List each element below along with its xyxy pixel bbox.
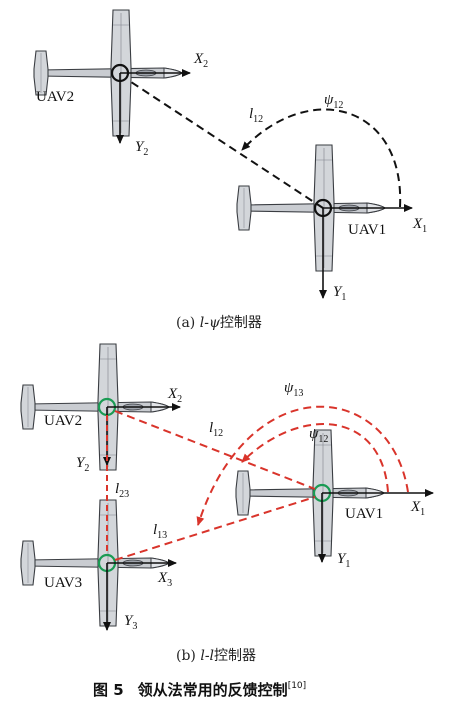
l12-symbol-a: l bbox=[249, 106, 253, 122]
svg-text:Y3: Y3 bbox=[124, 613, 137, 632]
l12-sub-a: 12 bbox=[253, 114, 263, 125]
angle-arc-psi12-b bbox=[241, 423, 389, 493]
uav3-label-b: UAV3 bbox=[44, 575, 82, 591]
figure-reference: [10] bbox=[288, 681, 306, 691]
svg-text:l13: l13 bbox=[153, 522, 167, 541]
angle-arc-psi13-b bbox=[196, 405, 409, 526]
svg-text:l12: l12 bbox=[209, 420, 223, 439]
uav3-x-sub-b: 3 bbox=[167, 578, 172, 589]
l12-symbol-b: l bbox=[209, 420, 213, 436]
figure-caption: 图 5 领从法常用的反馈控制[10] bbox=[93, 681, 306, 699]
uav1-x-symbol-a: X bbox=[412, 216, 423, 232]
uav2-label-a: UAV2 bbox=[36, 89, 74, 105]
uav3-y-symbol-b: Y bbox=[124, 613, 134, 629]
psi13-symbol-b: ψ bbox=[284, 380, 294, 396]
angle-arc-psi12-a bbox=[241, 108, 402, 208]
l12-sub-b: 12 bbox=[213, 428, 223, 439]
uav1-label-b: UAV1 bbox=[345, 506, 383, 522]
svg-text:Y2: Y2 bbox=[135, 139, 148, 158]
svg-text:X2: X2 bbox=[167, 386, 182, 405]
l23-symbol-b: l bbox=[115, 481, 119, 497]
figure-title: 领从法常用的反馈控制 bbox=[137, 681, 288, 699]
uav1-y-symbol-a: Y bbox=[333, 284, 343, 300]
svg-text:X1: X1 bbox=[410, 499, 425, 518]
psi13-sub-b: 13 bbox=[293, 388, 303, 399]
distance-line-l12-b bbox=[114, 410, 316, 490]
psi12-sub-b: 12 bbox=[318, 434, 328, 445]
uav2-x-symbol-a: X bbox=[193, 51, 204, 67]
panel-a: UAV2 X2 Y2 UAV1 X1 Y1 l12 ψ12 (a) l-ψ控制器 bbox=[33, 9, 427, 331]
svg-text:X1: X1 bbox=[412, 216, 427, 235]
svg-text:Y1: Y1 bbox=[337, 551, 350, 570]
svg-text:Y1: Y1 bbox=[333, 284, 346, 303]
svg-text:ψ13: ψ13 bbox=[284, 380, 303, 399]
psi12-sub-a: 12 bbox=[333, 100, 343, 111]
caption-a: (a) l-ψ控制器 bbox=[176, 315, 262, 331]
uav1-x-sub-b: 1 bbox=[420, 507, 425, 518]
svg-text:Y2: Y2 bbox=[76, 455, 89, 474]
uav1-x-symbol-b: X bbox=[410, 499, 421, 515]
l13-symbol-b: l bbox=[153, 522, 157, 538]
l23-sub-b: 23 bbox=[119, 489, 129, 500]
uav1-x-sub-a: 1 bbox=[422, 224, 427, 235]
uav1-y-sub-a: 1 bbox=[341, 292, 346, 303]
l13-sub-b: 13 bbox=[157, 530, 167, 541]
uav2-label-b: UAV2 bbox=[44, 413, 82, 429]
uav1-y-sub-b: 1 bbox=[345, 559, 350, 570]
uav1-label-a: UAV1 bbox=[348, 222, 386, 238]
uav2-x-symbol-b: X bbox=[167, 386, 178, 402]
svg-text:X2: X2 bbox=[193, 51, 208, 70]
uav2-x-sub-b: 2 bbox=[177, 394, 182, 405]
figure-number: 图 5 bbox=[93, 681, 124, 699]
distance-line-l12-a bbox=[127, 79, 324, 209]
uav2-y-sub-b: 2 bbox=[84, 463, 89, 474]
uav2-y-symbol-a: Y bbox=[135, 139, 145, 155]
distance-line-l13-b bbox=[114, 496, 316, 561]
svg-text:X3: X3 bbox=[157, 570, 172, 589]
uav2-y-symbol-b: Y bbox=[76, 455, 86, 471]
panel-b: UAV2 X2 Y2 UAV1 X1 Y1 UAV3 X3 Y3 l12 l13… bbox=[20, 343, 434, 664]
uav3-y-sub-b: 3 bbox=[132, 621, 137, 632]
svg-text:ψ12: ψ12 bbox=[324, 92, 343, 111]
uav3-x-symbol-b: X bbox=[157, 570, 168, 586]
svg-text:l12: l12 bbox=[249, 106, 263, 125]
psi12-symbol-b: ψ bbox=[309, 426, 319, 442]
caption-b: (b) l-l控制器 bbox=[176, 648, 256, 664]
psi12-symbol-a: ψ bbox=[324, 92, 334, 108]
uav2-y-sub-a: 2 bbox=[143, 147, 148, 158]
svg-text:ψ12: ψ12 bbox=[309, 426, 328, 445]
uav1-y-symbol-b: Y bbox=[337, 551, 347, 567]
svg-text:l23: l23 bbox=[115, 481, 129, 500]
uav2-x-sub-a: 2 bbox=[203, 59, 208, 70]
